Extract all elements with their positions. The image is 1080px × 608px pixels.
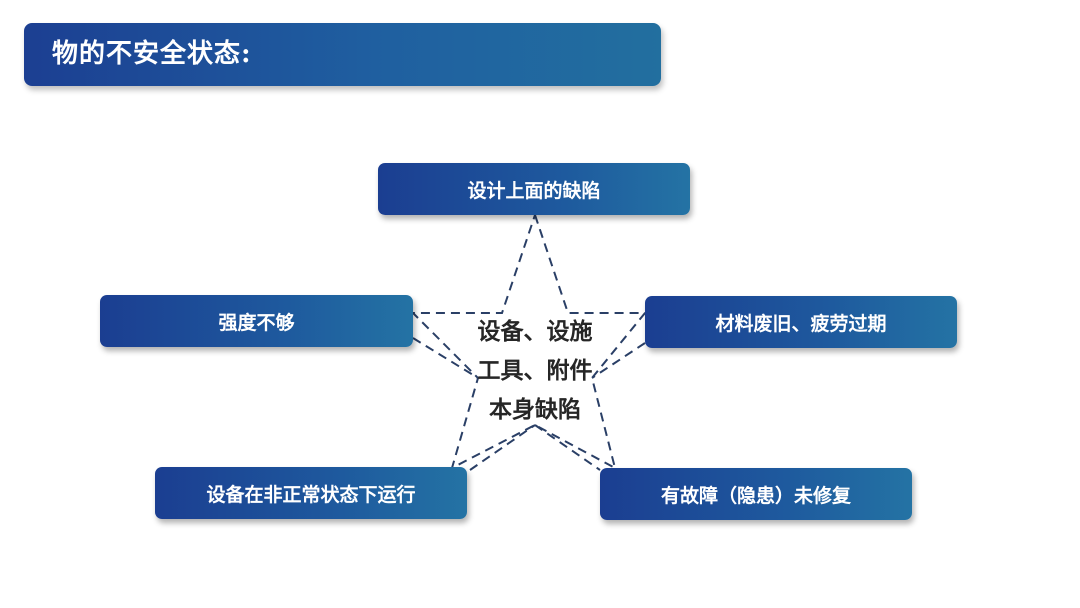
node-label: 材料废旧、疲劳过期 bbox=[715, 312, 887, 335]
center-label: 设备、设施 工具、附件 本身缺陷 bbox=[455, 313, 615, 430]
node-design-defect: 设计上面的缺陷 bbox=[378, 163, 690, 215]
node-unrepaired-fault: 有故障（隐患）未修复 bbox=[600, 468, 912, 520]
node-label: 设备在非正常状态下运行 bbox=[206, 483, 416, 506]
title-bar: 物的不安全状态: bbox=[24, 23, 661, 86]
node-insufficient-strength: 强度不够 bbox=[100, 295, 413, 347]
node-label: 有故障（隐患）未修复 bbox=[660, 484, 851, 507]
center-line-3: 本身缺陷 bbox=[489, 397, 581, 423]
node-label: 强度不够 bbox=[218, 311, 295, 334]
node-abnormal-operation: 设备在非正常状态下运行 bbox=[155, 467, 467, 519]
node-material-aging: 材料废旧、疲劳过期 bbox=[645, 296, 957, 348]
node-label: 设计上面的缺陷 bbox=[467, 179, 601, 202]
center-line-1: 设备、设施 bbox=[477, 319, 593, 345]
page-title: 物的不安全状态: bbox=[52, 39, 252, 69]
center-line-2: 工具、附件 bbox=[477, 358, 593, 384]
